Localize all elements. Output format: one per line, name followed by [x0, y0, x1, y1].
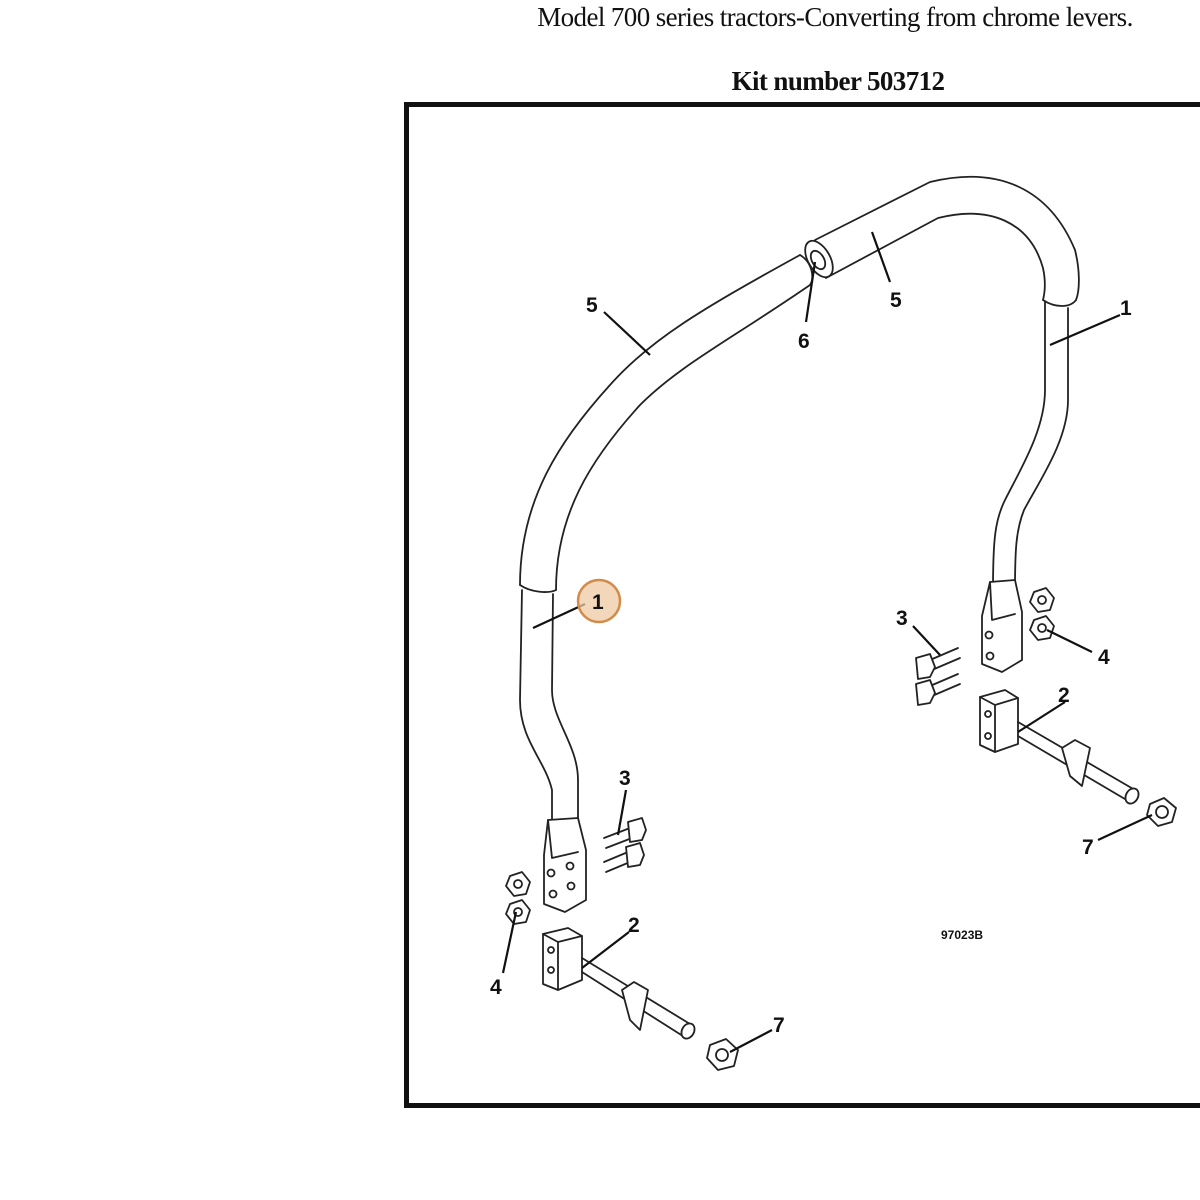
document-title: Model 700 series tractors-Converting fro… [537, 2, 1133, 32]
callout-2-left[interactable]: 2 [628, 914, 640, 937]
leader-lines [501, 231, 1153, 1053]
kit-number-heading: Kit number 503712 [731, 66, 945, 96]
right-lever-rod [981, 301, 1069, 673]
callout-5-left[interactable]: 5 [586, 294, 598, 317]
callout-7-right[interactable]: 7 [1082, 836, 1094, 859]
callout-6[interactable]: 6 [798, 330, 810, 353]
callout-5-right[interactable]: 5 [890, 289, 902, 312]
right-nuts [1029, 587, 1055, 641]
callout-1-right[interactable]: 1 [1120, 297, 1132, 320]
left-nuts [505, 871, 531, 925]
right-shaft [979, 689, 1140, 805]
diagram-frame [404, 102, 1200, 1108]
callout-2-right[interactable]: 2 [1058, 684, 1070, 707]
callout-highlight-circle[interactable] [576, 578, 622, 624]
right-foam-grip [804, 175, 1080, 307]
callout-7-left[interactable]: 7 [773, 1014, 785, 1037]
callout-3-left[interactable]: 3 [619, 767, 631, 790]
callout-4-left[interactable]: 4 [490, 976, 502, 999]
callout-3-right[interactable]: 3 [896, 607, 908, 630]
left-bolts [603, 817, 647, 873]
left-shaft [542, 927, 696, 1040]
left-lever-rod [519, 589, 587, 913]
right-bolts [915, 647, 961, 706]
left-foam-grip [519, 254, 814, 593]
callout-1-left[interactable]: 1 [592, 591, 604, 614]
right-locknut [1146, 797, 1177, 827]
left-locknut [706, 1038, 739, 1071]
drawing-id-label: 97023B [941, 928, 983, 942]
callout-4-right[interactable]: 4 [1098, 646, 1110, 669]
